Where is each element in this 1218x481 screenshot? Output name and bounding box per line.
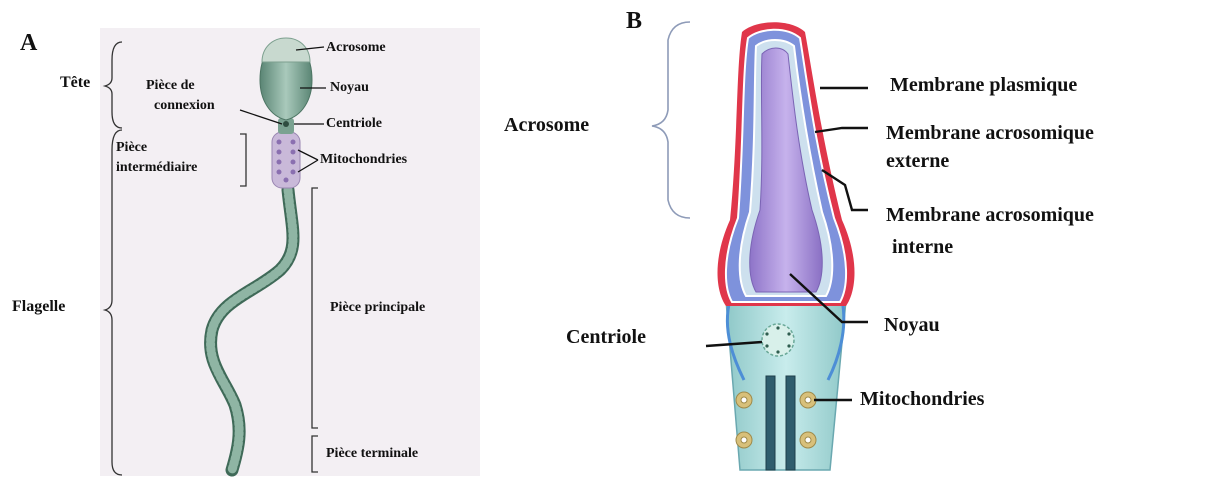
label-piece-principale: Pièce principale (330, 300, 425, 316)
label-piece-terminale: Pièce terminale (326, 446, 418, 462)
centriole-dot-a (283, 121, 289, 127)
label-tete: Tête (60, 74, 90, 92)
axoneme-left (766, 376, 775, 470)
label-mitochondries-a: Mitochondries (320, 152, 407, 168)
label-piece-intermediaire-2: intermédiaire (116, 160, 197, 176)
label-membrane-acrosomique-interne-1: Membrane acrosomique (886, 204, 1094, 227)
label-acrosome-a: Acrosome (326, 40, 386, 56)
label-piece-intermediaire-1: Pièce (116, 140, 147, 156)
label-piece-connexion-2: connexion (154, 98, 215, 114)
label-centriole-a: Centriole (326, 116, 382, 132)
panel-a-letter: A (20, 30, 37, 57)
label-centriole-b: Centriole (566, 326, 646, 349)
label-mitochondries-b: Mitochondries (860, 388, 984, 411)
label-membrane-plasmique: Membrane plasmique (890, 74, 1077, 97)
label-membrane-acrosomique-interne-2: interne (892, 236, 953, 259)
label-acrosome-b: Acrosome (504, 114, 589, 137)
label-piece-connexion-1: Pièce de (146, 78, 195, 94)
panel-b-letter: B (626, 8, 642, 35)
label-noyau-b: Noyau (884, 314, 940, 337)
label-flagelle: Flagelle (12, 298, 65, 316)
label-membrane-acrosomique-externe-1: Membrane acrosomique (886, 122, 1094, 145)
label-membrane-acrosomique-externe-2: externe (886, 150, 949, 173)
axoneme-right (786, 376, 795, 470)
label-noyau-a: Noyau (330, 80, 369, 96)
acrosome-brace (652, 22, 690, 218)
